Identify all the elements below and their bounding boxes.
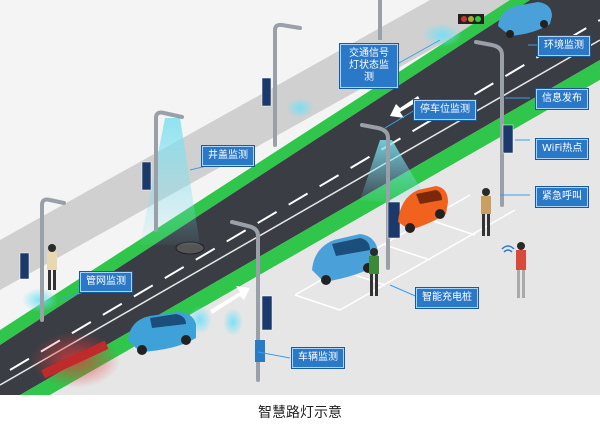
pole-6-screen xyxy=(502,124,514,154)
smart-streetlight-illustration xyxy=(0,0,600,395)
streetlight-pole-5 xyxy=(360,123,390,270)
pipe xyxy=(41,340,109,379)
car-blue-parked xyxy=(312,234,378,285)
car-blue-distant xyxy=(498,2,552,38)
streetlight-pole-4 xyxy=(230,220,260,382)
car-orange-parked xyxy=(398,186,448,233)
direction-arrow-2 xyxy=(390,96,420,118)
pole-2-screen xyxy=(141,161,152,191)
label-env-monitor: 环境监测 xyxy=(538,36,590,56)
label-smart-charging: 智能充电桩 xyxy=(416,288,478,308)
streetlight-pole-6 xyxy=(474,40,504,207)
figure-caption: 智慧路灯示意 xyxy=(258,405,342,421)
pole-4-charger xyxy=(255,340,265,362)
person-left xyxy=(47,244,57,290)
person-charging xyxy=(369,248,379,296)
label-wifi: WiFi热点 xyxy=(536,139,589,159)
label-pipe-monitor: 管网监测 xyxy=(80,272,132,292)
green-strip-right xyxy=(20,60,600,395)
signal-wave-pole xyxy=(223,308,243,336)
streetlight-pole-1 xyxy=(40,197,66,322)
person-wifi xyxy=(501,242,526,298)
label-traffic-signal: 交通信号灯状态监测 xyxy=(340,44,398,88)
pole-4-screen xyxy=(261,295,273,331)
lane-divider xyxy=(9,19,600,371)
label-info-publish: 信息发布 xyxy=(536,89,588,109)
streetlight-pole-3 xyxy=(273,22,302,147)
label-parking-monitor: 停车位监测 xyxy=(414,100,476,120)
car-blue-front xyxy=(128,312,196,355)
pole-1-screen xyxy=(19,252,30,280)
pole-3-screen xyxy=(261,77,272,107)
label-emergency-call: 紧急呼叫 xyxy=(536,187,588,207)
wifi-glow-left xyxy=(286,98,314,118)
direction-arrow-1 xyxy=(210,286,250,314)
streetlight-pole-2 xyxy=(154,110,184,232)
beam-parking xyxy=(360,140,430,205)
person-emergency xyxy=(481,188,491,236)
label-vehicle-monitor: 车辆监测 xyxy=(292,348,344,368)
traffic-signal-glow xyxy=(422,23,462,47)
label-manhole-monitor: 井盖监测 xyxy=(202,146,254,166)
